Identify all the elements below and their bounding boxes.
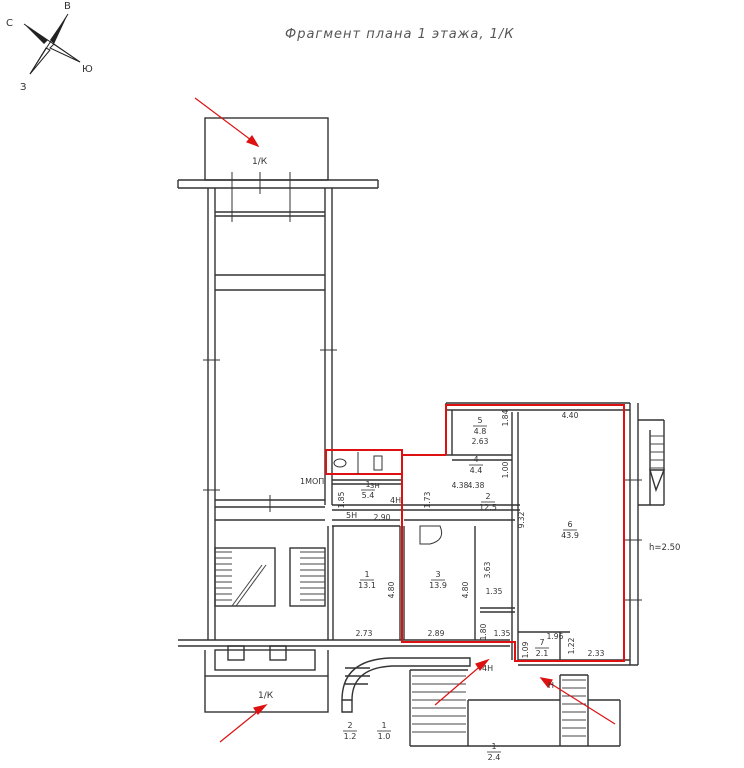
dimension-label: 1.73	[423, 491, 432, 508]
mop-label: 1МОП	[300, 477, 324, 486]
room-area: 1.2	[344, 732, 357, 741]
section-label-3h: 3Н	[370, 482, 380, 490]
dimension-label: 2.73	[356, 629, 373, 638]
room-label: 15.4	[361, 480, 375, 500]
toilet-fixtures	[333, 452, 383, 474]
room-label: 313.9	[429, 570, 447, 590]
entrance-label-bottom: 1/К	[258, 691, 274, 701]
stair-treads	[215, 435, 664, 737]
dimension-label: 1.35	[486, 587, 503, 596]
compass-w-label: З	[20, 82, 26, 93]
entrance-labels: 1/К 1/К	[252, 157, 274, 701]
entrance-label-top: 1/К	[252, 157, 268, 167]
compass-s-label: Ю	[82, 64, 93, 75]
dimension-label: 1.85	[337, 491, 346, 508]
dimension-label: 1.09	[521, 641, 530, 658]
dimension-labels: 4.40 2.63 1.84 4.38 1.00 4.38 9.32 1.73 2.90 1.85…	[337, 409, 605, 658]
room-label: 54.8	[473, 416, 487, 436]
dimension-label: 1.84	[501, 409, 510, 426]
entrance-arrows	[194, 97, 616, 743]
dimension-label: 1.96	[547, 632, 564, 641]
section-label-h: Н	[548, 681, 554, 690]
dimension-label: 4.80	[461, 581, 470, 598]
dimension-label: 4.40	[562, 411, 579, 420]
room-number: 6	[567, 520, 572, 529]
room-number: 1	[365, 480, 370, 489]
room-label: 72.1	[535, 638, 549, 658]
dimension-label: 1.00	[501, 461, 510, 478]
room-label: 643.9	[561, 520, 579, 540]
dimension-label: 2.90	[374, 513, 391, 522]
room-label: 113.1	[358, 570, 376, 590]
compass-rose-icon: С В Ю З	[6, 1, 93, 93]
room-label: 11.0	[377, 721, 391, 741]
section-label-4h-b: 4Н	[482, 664, 493, 673]
room-area: 1.0	[378, 732, 391, 741]
room-number: 2	[347, 721, 352, 730]
room-label: 12.4	[487, 742, 501, 762]
dimension-label: 4.80	[387, 581, 396, 598]
compass-e-label: В	[64, 1, 71, 12]
room-label: 21.2	[343, 721, 357, 741]
room-area: 2.1	[536, 649, 549, 658]
dimension-label: 1.35	[494, 629, 511, 638]
highlighted-premises-outline	[325, 404, 625, 662]
plan-title: Фрагмент плана 1 этажа, 1/К	[285, 27, 515, 42]
building-walls	[177, 117, 666, 747]
room-area: 43.9	[561, 531, 579, 540]
dimension-label: 9.32	[517, 511, 526, 528]
dimension-label: 2.89	[428, 629, 445, 638]
section-label-4h-a: 4Н	[390, 496, 401, 505]
room-area: 12.5	[479, 503, 497, 512]
dimension-label: 3.63	[483, 561, 492, 578]
dimension-label: 1.22	[567, 637, 576, 654]
compass-n-label: С	[6, 18, 13, 29]
room-label: 212.5	[479, 492, 497, 512]
ceiling-height-label: h=2.50	[649, 543, 680, 553]
door-arc	[419, 525, 443, 545]
room-number: 4	[473, 455, 478, 464]
room-number: 1	[364, 570, 369, 579]
room-area: 5.4	[362, 491, 375, 500]
room-number: 7	[539, 638, 544, 647]
room-area: 13.1	[358, 581, 376, 590]
dimension-label: 4.38	[452, 481, 469, 490]
dimension-label: 1.80	[479, 623, 488, 640]
section-label-5h: 5Н	[346, 511, 357, 520]
room-number: 1	[381, 721, 386, 730]
dimension-label: 4.38	[468, 481, 485, 490]
room-number: 5	[477, 416, 482, 425]
wall-ticks	[203, 172, 642, 601]
dimension-label: 2.33	[588, 649, 605, 658]
room-number: 3	[435, 570, 440, 579]
room-area: 2.4	[488, 753, 501, 762]
room-number: 1	[491, 742, 496, 751]
room-labels: 113.1212.5313.944.454.8643.972.115.421.2…	[343, 416, 579, 762]
dimension-label: 2.63	[472, 437, 489, 446]
room-area: 4.4	[470, 466, 483, 475]
room-area: 13.9	[429, 581, 447, 590]
room-label: 44.4	[469, 455, 483, 475]
room-area: 4.8	[474, 427, 487, 436]
room-number: 2	[485, 492, 490, 501]
